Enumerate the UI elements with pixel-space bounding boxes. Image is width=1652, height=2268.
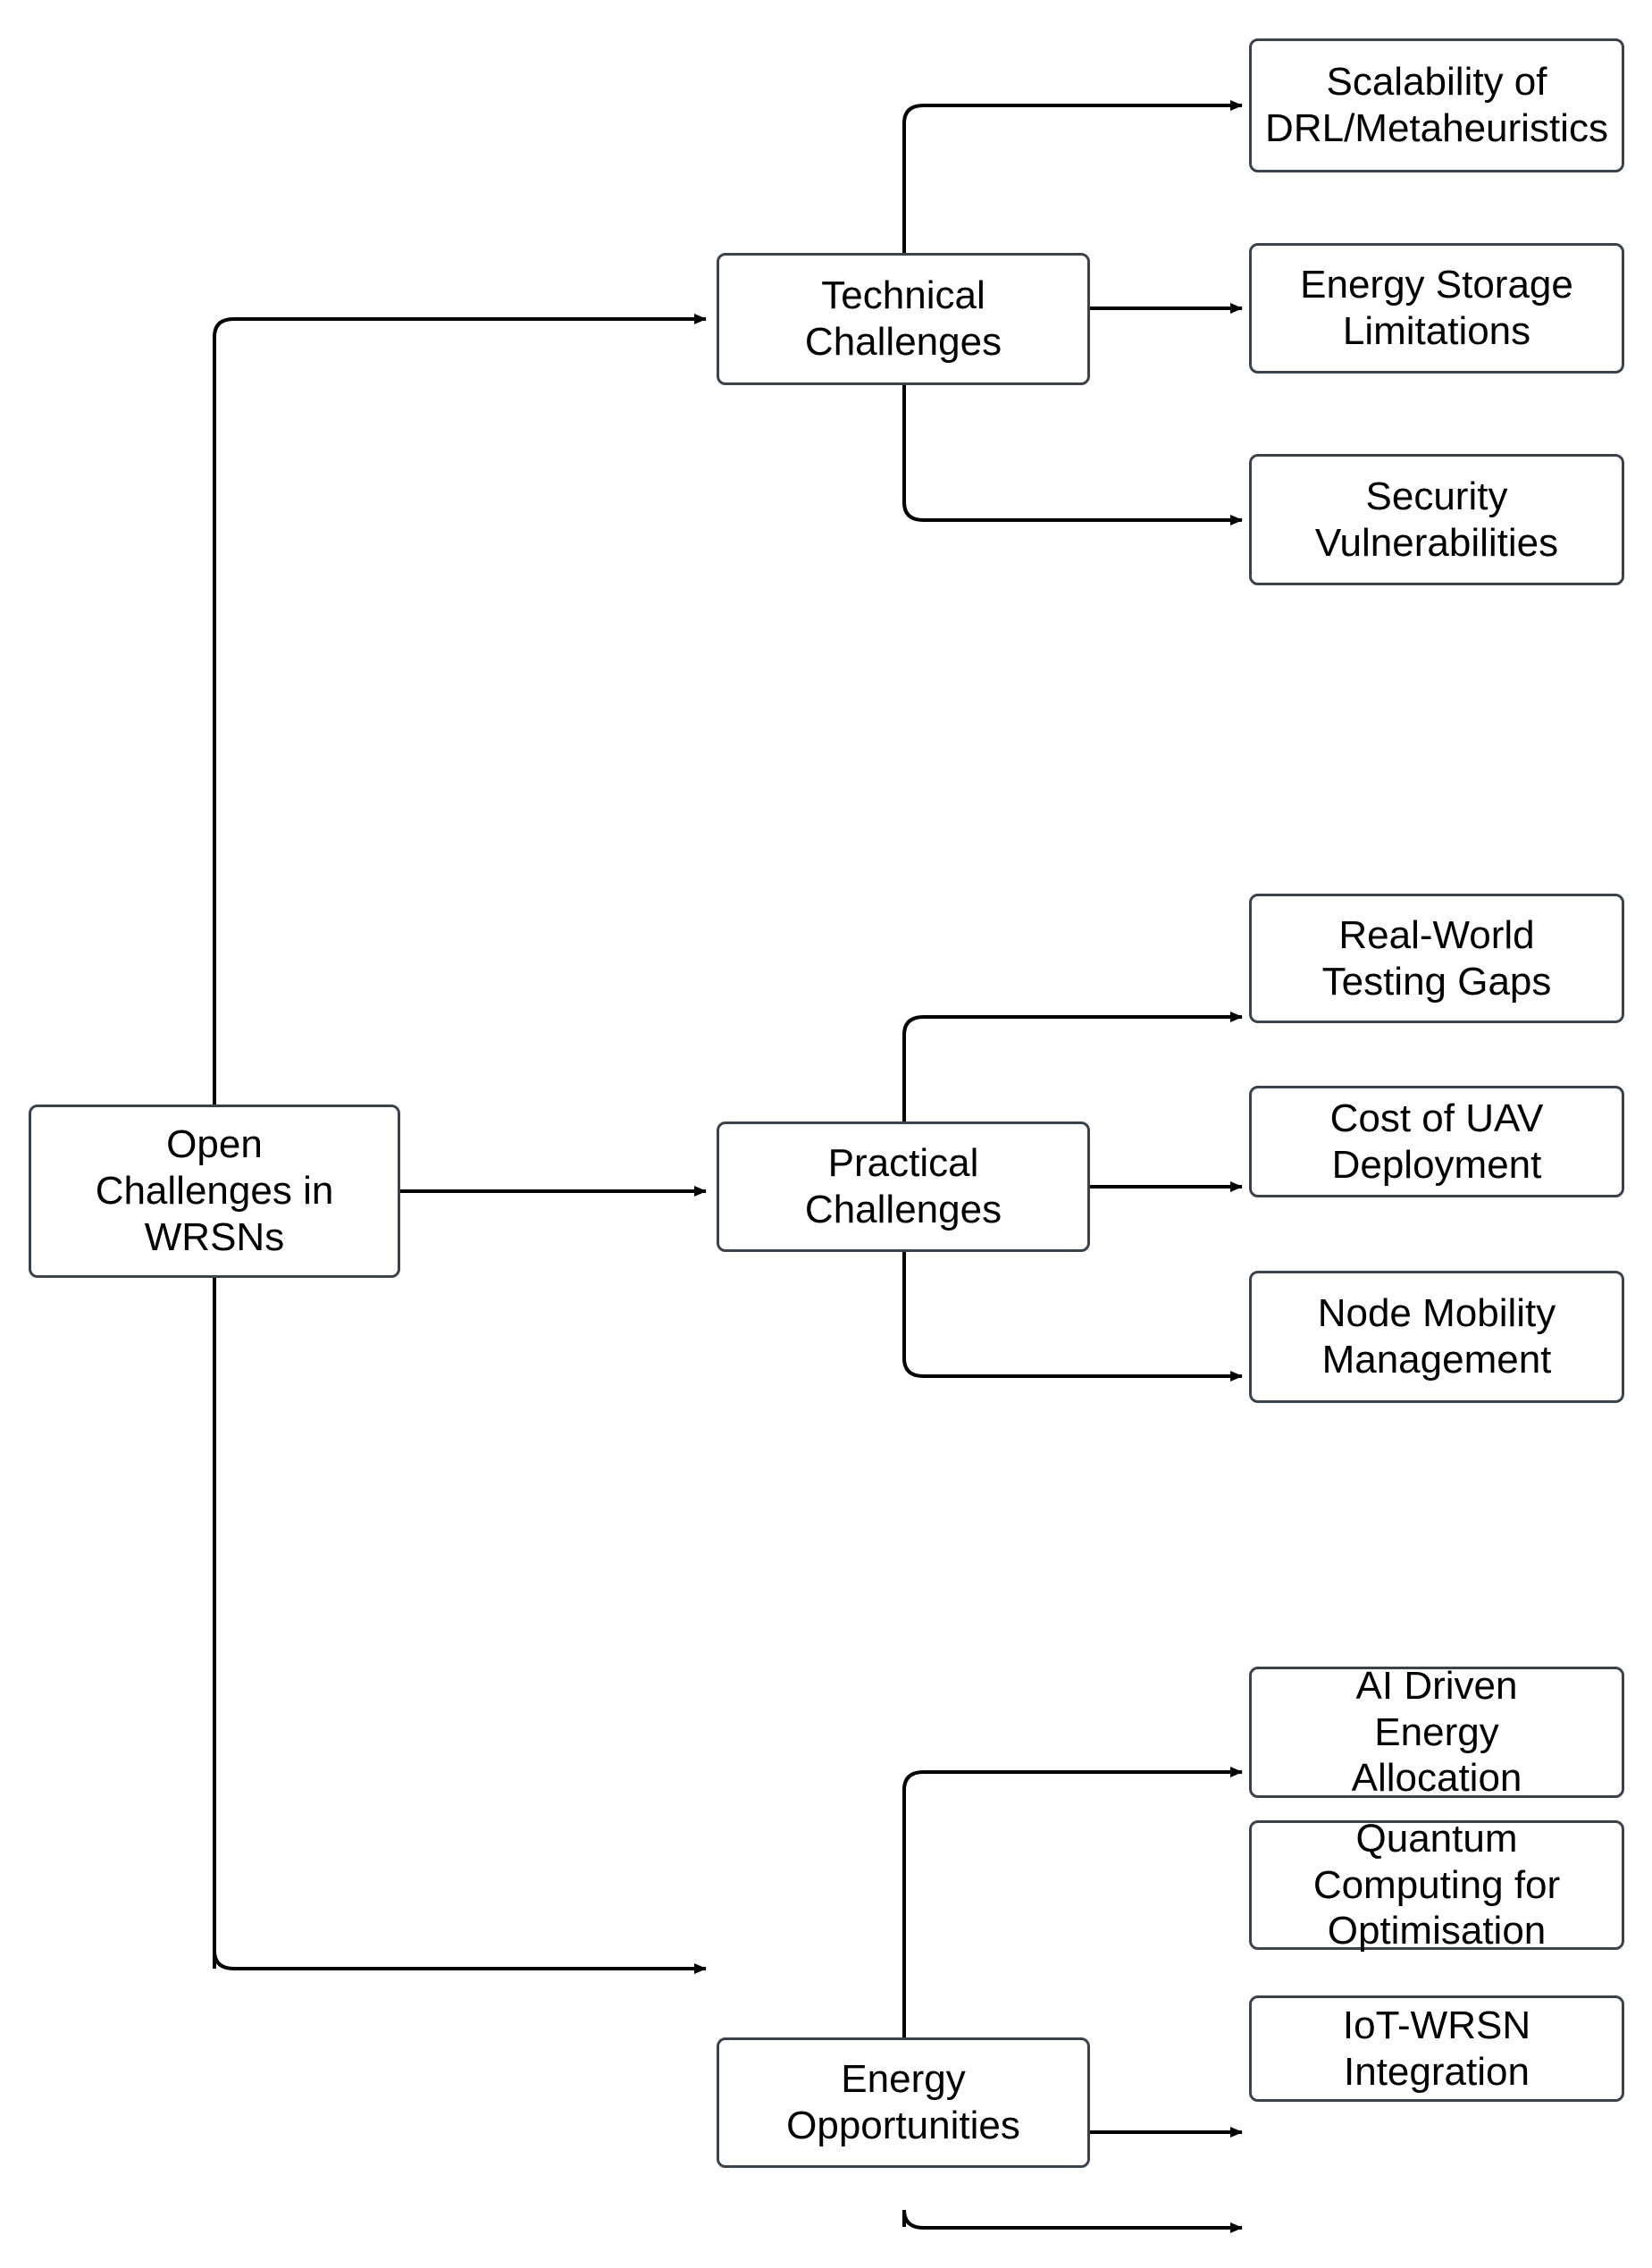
edge-practical-to-real-world	[902, 1012, 1243, 1121]
edge-practical-to-node-mobility	[902, 1252, 1243, 1382]
node-technical-challenges[interactable]: Technical Challenges	[717, 253, 1090, 385]
node-real-world-testing-gaps[interactable]: Real-World Testing Gaps	[1249, 894, 1624, 1023]
node-security-vulnerabilities[interactable]: Security Vulnerabilities	[1249, 454, 1624, 585]
edge-root-to-energy	[213, 1950, 707, 1974]
node-iot-wrsn-integration[interactable]: IoT-WRSN Integration	[1249, 1995, 1624, 2102]
node-quantum-computing-optimisation[interactable]: Quantum Computing for Optimisation	[1249, 1817, 1624, 1953]
node-ai-driven-energy-allocation[interactable]: AI Driven Energy Allocation	[1249, 1664, 1624, 1800]
node-energy-storage-limitations[interactable]: Energy Storage Limitations	[1249, 243, 1624, 374]
node-cost-of-uav-deployment[interactable]: Cost of UAV Deployment	[1249, 1086, 1624, 1197]
edge-energy-to-ai-driven	[902, 1767, 1243, 2037]
edge-technical-to-security	[902, 385, 1243, 525]
node-scalability-drl-metaheuristics[interactable]: Scalability of DRL/Metaheuristics	[1249, 38, 1624, 172]
edge-technical-to-scalability	[902, 100, 1243, 253]
node-practical-challenges[interactable]: Practical Challenges	[717, 1121, 1090, 1252]
edge-energy-to-iot-wrsn	[902, 2209, 1243, 2233]
node-node-mobility-management[interactable]: Node Mobility Management	[1249, 1271, 1624, 1403]
node-root[interactable]: Open Challenges in WRSNs	[29, 1105, 400, 1278]
node-energy-opportunities[interactable]: Energy Opportunities	[717, 2037, 1090, 2168]
